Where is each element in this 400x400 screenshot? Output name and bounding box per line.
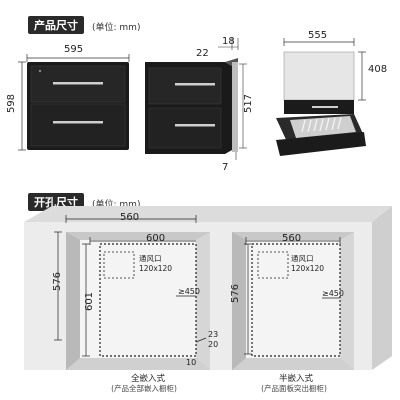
product-size-unit: (单位: mm) <box>92 23 141 33</box>
right-vent-size: 120x120 <box>291 264 325 273</box>
front-width-label: 595 <box>64 44 84 55</box>
left-cutout <box>66 232 210 370</box>
left-inner-width-label: 600 <box>146 233 166 244</box>
right-cutout <box>232 232 354 370</box>
right-height-label: 576 <box>230 283 242 304</box>
side-bottom-label: 7 <box>222 162 229 173</box>
side-depth-label: 22 <box>196 48 209 59</box>
left-caption: 全嵌入式 <box>130 374 165 384</box>
right-caption: 半嵌入式 <box>278 374 313 384</box>
right-gap-label: ≥450 <box>322 289 344 298</box>
left-dim-10: 10 <box>186 358 197 367</box>
product-size-title: 产品尺寸 <box>28 16 84 34</box>
left-dim-23: 23 <box>208 330 219 339</box>
right-caption-sub: (产品面板突出橱柜) <box>261 384 327 393</box>
left-dim-20: 20 <box>208 340 219 349</box>
open-view-appliance <box>276 51 366 156</box>
left-inner-height-label: 601 <box>84 291 96 312</box>
left-caption-sub: (产品全部嵌入橱柜) <box>111 384 177 393</box>
side-view-appliance <box>145 58 238 154</box>
open-depth-label: 555 <box>308 30 328 41</box>
left-outer-height-label: 576 <box>52 271 64 292</box>
product-drawings <box>18 38 366 160</box>
cutout-size-unit: (单位: mm) <box>92 200 141 210</box>
front-view-appliance <box>27 62 129 150</box>
left-vent-label: 通风口 <box>139 254 162 263</box>
left-gap-label: ≥450 <box>178 287 200 296</box>
left-outer-width-label: 560 <box>120 212 140 223</box>
open-height-label: 408 <box>368 64 388 75</box>
left-vent-size: 120x120 <box>139 264 173 273</box>
side-thickness-label: 18 <box>222 36 235 47</box>
right-width-label: 560 <box>282 233 302 244</box>
right-vent-label: 通风口 <box>291 254 314 263</box>
